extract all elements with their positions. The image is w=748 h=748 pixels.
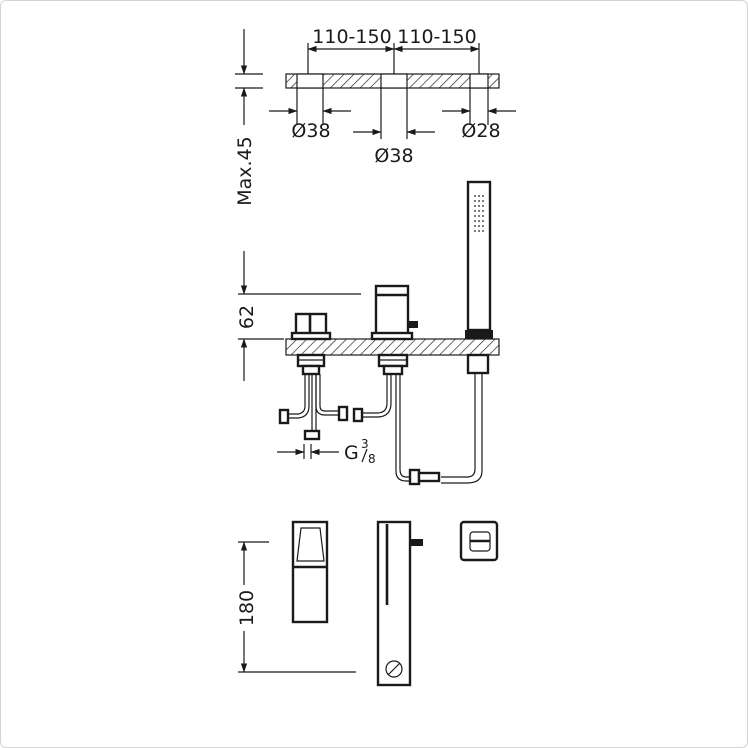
hand-shower [465,180,493,339]
spacing-left-label: 110-150 [312,26,391,48]
diverter-connections [278,353,349,441]
spout-height-label: 180 [236,590,258,626]
hole-center [380,73,408,89]
diverter-body [290,312,332,341]
spout-front [376,520,423,687]
front-elevation: 180 [236,520,499,687]
deck-hole-plan: 110-150 110-150 Ø38 Ø38 Ø28 Max.45 [234,26,516,206]
shower-hose [441,353,490,484]
deck-section [285,338,500,356]
diverter-front [291,520,329,624]
height-above-deck-label: 62 [236,305,258,329]
mixer-connections [352,353,441,486]
connection-numerator: 3 [361,437,369,451]
max-thickness-label: Max.45 [234,136,256,206]
hole-right-label: Ø28 [461,120,500,142]
mixer-body [370,284,418,341]
hole-left [296,73,324,89]
hole-right [469,73,489,89]
connection-denominator: 8 [368,452,376,466]
spacing-right-label: 110-150 [397,26,476,48]
hole-center-label: Ø38 [374,145,413,167]
hole-left-label: Ø38 [291,120,330,142]
shower-holder-top [459,520,499,562]
side-elevation: 62 [236,180,500,486]
connection-label: G [344,442,359,464]
